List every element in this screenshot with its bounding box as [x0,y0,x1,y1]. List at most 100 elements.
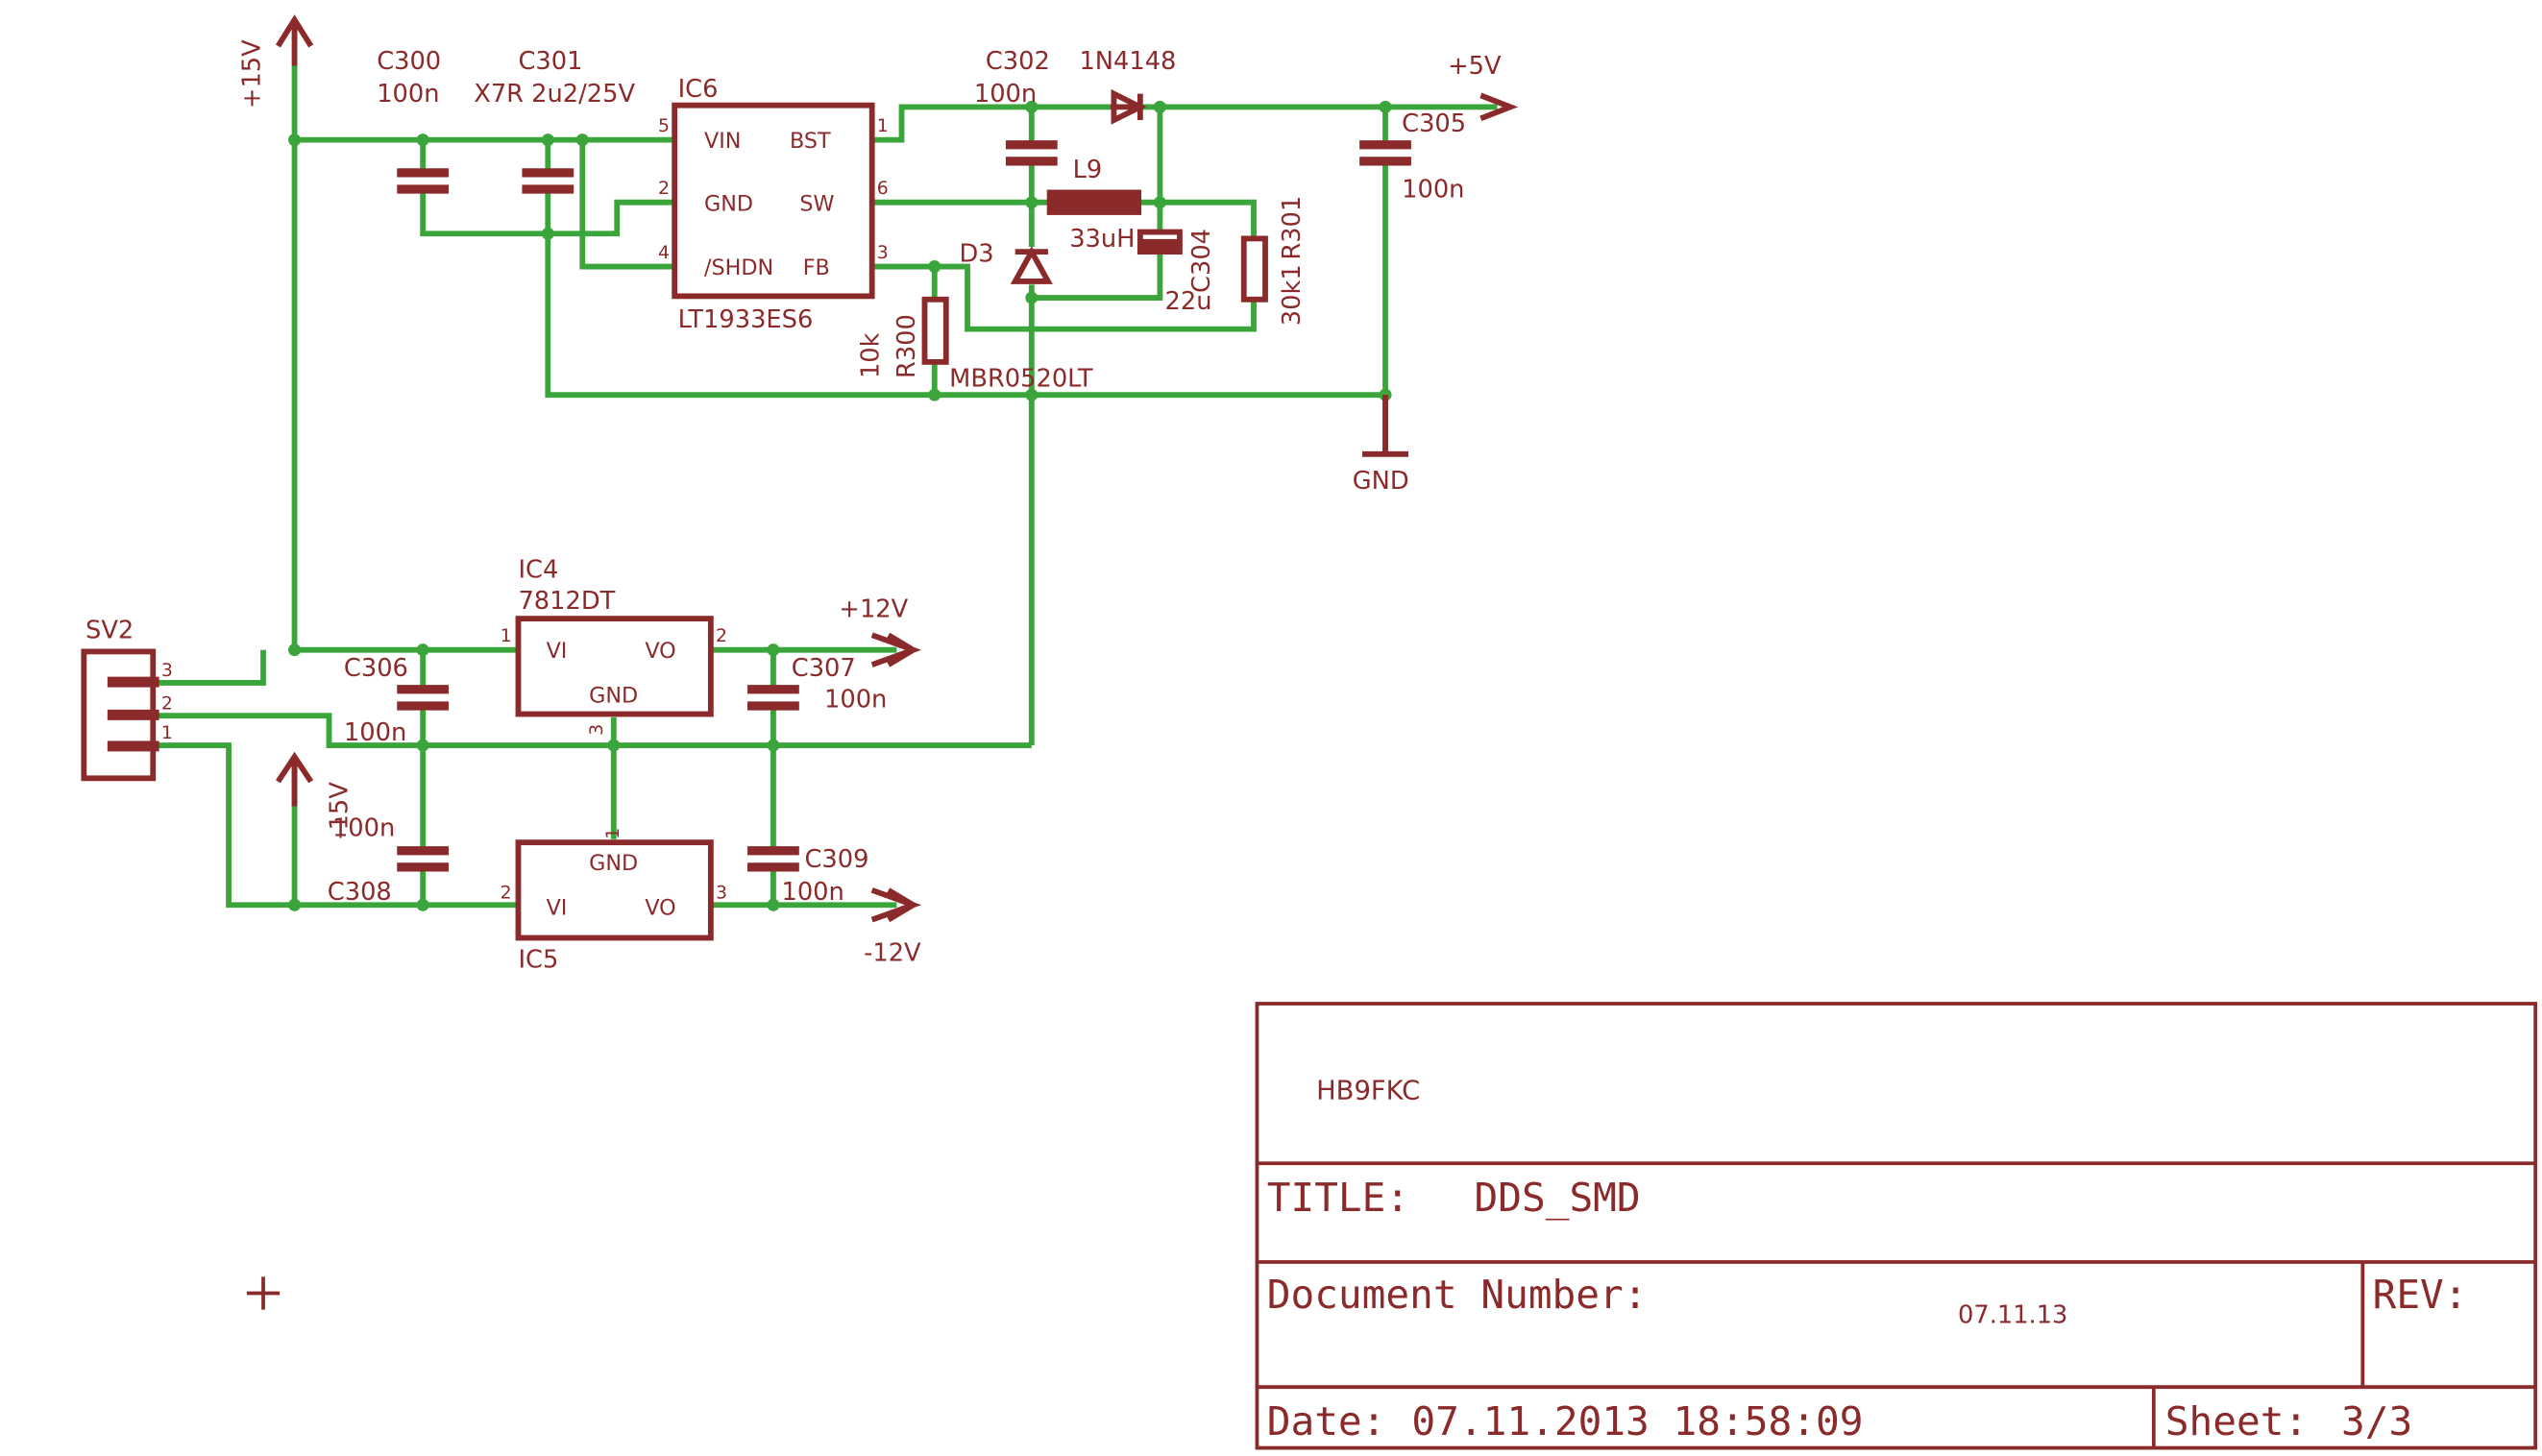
ic4-pin-num: 2 [716,626,727,646]
c302-capacitor-icon [1005,140,1058,166]
ic6-name: IC6 [678,75,719,104]
c304-name: C304 [1187,229,1216,293]
sv2-pin-3: 3 [161,661,173,681]
ic5-pin-num: 2 [501,883,512,903]
c304-value: 22u [1165,287,1212,316]
ic4-name: IC4 [518,555,558,584]
ic6-pin-num: 6 [877,179,889,199]
c301-name: C301 [518,47,582,76]
title-value: DDS_SMD [1475,1175,1641,1221]
ic6-pin-gnd: GND [704,191,753,216]
ic4-body [515,616,714,717]
title-block [1255,1002,2538,1450]
ic4-pin-vo: VO [645,639,675,664]
c307-value: 100n [824,686,887,715]
supply-p15-label: +15V [238,39,267,109]
c304-electrolytic-icon [1137,229,1183,255]
d3-name: D3 [959,239,993,268]
ic4-pin-gnd: GND [589,684,638,709]
ic6-pin-sw: SW [799,191,834,216]
ic5-pin-vi: VI [547,896,568,921]
ic4-pin-num: 3 [587,724,607,736]
c308-name: C308 [328,878,392,907]
ic5-pin-vo: VO [645,896,675,921]
ground-icon [1362,395,1409,457]
supply-gnd-label: GND [1353,467,1409,496]
c301-capacitor-icon [522,168,574,194]
supply-n12-arrow-icon [870,887,922,923]
c302-name: C302 [986,47,1050,76]
c307-capacitor-icon [747,685,799,711]
ic6-pin-num: 3 [877,243,889,263]
ic5-pin-num: 1 [603,828,623,839]
c308-value: 100n [332,813,395,842]
c307-name: C307 [792,654,856,683]
ic6-pin-bst: BST [790,129,831,154]
ic5-pin-num: 3 [716,883,727,903]
supply-p12-arrow-icon [870,632,922,667]
ic6-pin-num: 2 [658,179,670,199]
ic6-pin-shdn: /SHDN [704,255,773,280]
c306-capacitor-icon [397,685,450,711]
ic5-name: IC5 [518,945,558,974]
r301-value: 30k1 [1278,264,1307,326]
ic6-pin-num: 1 [877,116,889,136]
d3-value: MBR0520LT [949,365,1093,394]
c305-capacitor-icon [1359,140,1411,166]
l9-name: L9 [1073,156,1103,184]
ic5-body [515,839,714,941]
d3-diode-icon [1010,246,1053,284]
ic6-pin-vin: VIN [704,129,741,154]
company-name: HB9FKC [1316,1076,1420,1105]
c306-name: C306 [344,654,408,683]
c301-value: X7R 2u2/25V [474,80,635,109]
supply-p5-label: +5V [1448,52,1502,81]
supply-p12-label: +12V [839,595,908,623]
c300-capacitor-icon [397,168,450,194]
ic6-pin-fb: FB [803,255,830,280]
junctions [288,100,1392,911]
sv2-pin-1: 1 [161,723,173,743]
c308-capacitor-icon [397,846,450,872]
c305-value: 100n [1402,176,1464,205]
supply-n12-label: -12V [864,938,921,967]
d-bst-diode-icon [1111,88,1147,125]
c309-value: 100n [781,878,843,907]
supply-p15-arrow-icon [275,14,314,66]
sheet-value: 3/3 [2341,1398,2412,1444]
r300-resistor-icon [921,296,949,365]
rev-label: REV: [2373,1272,2468,1318]
sv2-name: SV2 [86,617,134,645]
origin-cross-icon [246,1276,281,1310]
ic4-pin-vi: VI [547,639,568,664]
r300-name: R300 [892,314,921,378]
ic4-pin-num: 1 [501,626,512,646]
date-label: Date: [1267,1398,1386,1444]
ic6-value: LT1933ES6 [678,305,814,334]
ic6-body [672,102,875,300]
docnum-value: 07.11.13 [1958,1300,2067,1329]
ic5-pin-gnd: GND [589,851,638,876]
date-value: 07.11.2013 18:58:09 [1411,1398,1863,1444]
sv2-connector-icon [81,648,159,782]
c300-value: 100n [377,80,439,109]
ic4-value: 7812DT [518,587,615,616]
c305-name: C305 [1402,109,1466,138]
r301-resistor-icon [1240,235,1268,303]
c302-value: 100n [974,80,1037,109]
ic6-pin-num: 4 [658,243,670,263]
l9-value: 33uH [1069,225,1135,254]
sv2-pin-2: 2 [161,693,173,714]
docnum-label: Document Number: [1267,1272,1648,1318]
c300-name: C300 [377,47,441,76]
c306-value: 100n [344,718,406,747]
r301-name: R301 [1278,196,1307,260]
r300-value: 10k [857,332,886,378]
supply-p5-arrow-icon [1479,92,1519,122]
supply-n15-label: -15V [325,782,354,839]
title-label: TITLE: [1267,1175,1409,1221]
c309-capacitor-icon [747,846,799,872]
ic6-pin-num: 5 [658,116,670,136]
